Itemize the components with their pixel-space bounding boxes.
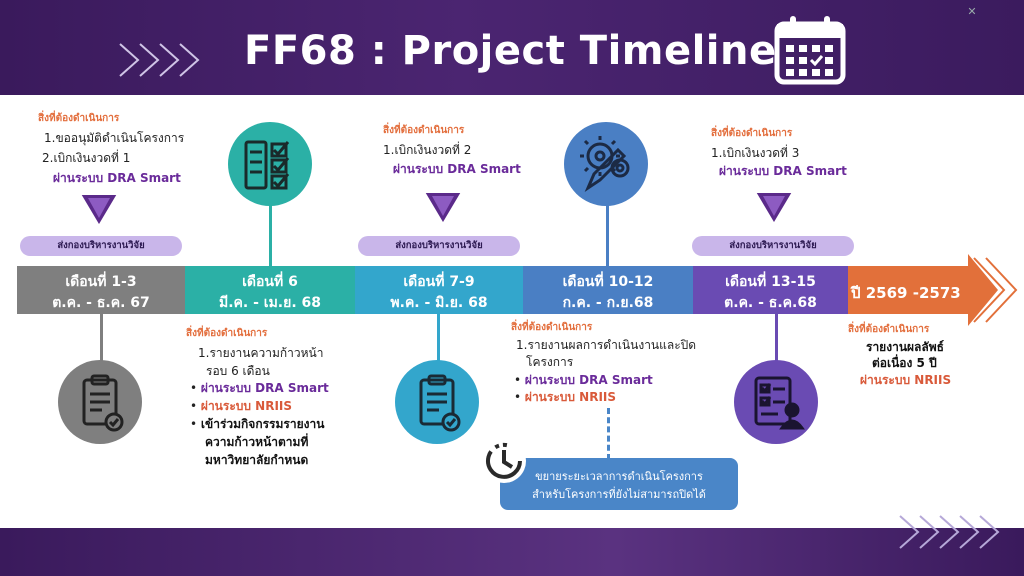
clipboard-check-icon (395, 360, 479, 444)
segment-date: มี.ค. - เม.ย. 68 (219, 295, 321, 311)
todo-label: สิ่งที่ต้องดำเนินการ (711, 128, 793, 139)
result-text: ต่อเนื่อง 5 ปี (872, 356, 937, 370)
calendar-icon (774, 16, 846, 85)
timeline-segment-1: เดือนที่ 1-3 ต.ค. - ธ.ค. 67 (17, 266, 185, 314)
task-item: 1.เบิกเงินงวดที่ 2 (383, 143, 472, 157)
bullet-text: เข้าร่วมกิจกรรมรายงาน (200, 417, 325, 431)
report-person-icon (734, 360, 818, 444)
via-dra-text: ผ่านระบบ DRA Smart (524, 373, 653, 387)
chevrons-decoration-right (899, 515, 1000, 549)
bullet-item: • ผ่านระบบ NRIIS (190, 399, 293, 413)
connector-line (100, 314, 103, 364)
bullet-text-cont: มหาวิทยาลัยกำหนด (205, 453, 309, 467)
segment-date: พ.ค. - มิ.ย. 68 (390, 295, 488, 311)
submit-pill: ส่งกองบริหารงานวิจัย (358, 236, 520, 256)
timeline-arrow-segment (848, 254, 1018, 326)
connector-line (269, 205, 272, 266)
todo-label: สิ่งที่ต้องดำเนินการ (848, 324, 930, 335)
extension-note: ขยายระยะเวลาการดำเนินโครงการ สำหรับโครงก… (500, 458, 738, 510)
down-triangle-icon (422, 191, 464, 226)
note-line: สำหรับโครงการที่ยังไม่สามารถปิดได้ (532, 488, 706, 501)
down-triangle-icon (753, 191, 795, 226)
gear-pencil-icon (564, 122, 648, 206)
timeline-segment-4: เดือนที่ 10-12 ก.ค. - ก.ย.68 (523, 266, 693, 314)
submit-pill: ส่งกองบริหารงานวิจัย (692, 236, 854, 256)
bullet-text-cont: ความก้าวหน้าตามที่ (205, 435, 309, 449)
submit-pill: ส่งกองบริหารงานวิจัย (20, 236, 182, 256)
segment-date: ต.ค. - ธ.ค.68 (724, 295, 817, 311)
segment-month: เดือนที่ 1-3 (65, 274, 137, 290)
footer-band (0, 528, 1024, 576)
todo-label: สิ่งที่ต้องดำเนินการ (511, 322, 593, 333)
task-item: 2.เบิกเงินงวดที่ 1 (42, 151, 131, 165)
segment-month: เดือนที่ 10-12 (562, 274, 654, 290)
dashed-connector (607, 408, 610, 460)
timeline-segment-5: เดือนที่ 13-15 ต.ค. - ธ.ค.68 (693, 266, 848, 314)
close-icon[interactable]: ✕ (967, 5, 977, 18)
clock-history-icon (482, 439, 526, 483)
down-triangle-icon (78, 193, 120, 228)
bullet-item: • ผ่านระบบ DRA Smart (514, 373, 653, 387)
timeline-segment-2: เดือนที่ 6 มี.ค. - เม.ย. 68 (185, 266, 355, 314)
result-text: รายงานผลลัพธ์ (866, 340, 944, 354)
task-item: 1.รายงานความก้าวหน้า (198, 346, 324, 360)
via-nriis-text: ผ่านระบบ NRIIS (524, 390, 617, 404)
todo-label: สิ่งที่ต้องดำเนินการ (38, 113, 120, 124)
via-nriis-text: ผ่านระบบ NRIIS (860, 373, 952, 387)
via-nriis-text: ผ่านระบบ NRIIS (200, 399, 293, 413)
task-item: 1.รายงานผลการดำเนินงานและปิด (516, 338, 697, 352)
bullet-item: • เข้าร่วมกิจกรรมรายงาน (190, 417, 325, 431)
clipboard-check-icon (58, 360, 142, 444)
timeline-segment-3: เดือนที่ 7-9 พ.ค. - มิ.ย. 68 (355, 266, 523, 314)
segment-month: เดือนที่ 13-15 (725, 274, 816, 290)
chevrons-decoration-left (119, 43, 200, 77)
bullet-item: • ผ่านระบบ DRA Smart (190, 381, 329, 395)
connector-line (606, 205, 609, 266)
checklist-icon (228, 122, 312, 206)
page-title: FF68 : Project Timeline (244, 28, 777, 74)
via-dra-text: ผ่านระบบ DRA Smart (393, 162, 521, 176)
segment-date: ต.ค. - ธ.ค. 67 (52, 295, 150, 311)
connector-line (775, 314, 778, 364)
todo-label: สิ่งที่ต้องดำเนินการ (383, 125, 465, 136)
task-item: 1.ขออนุมัติดำเนินโครงการ (44, 131, 185, 145)
task-item-cont: โครงการ (526, 355, 574, 369)
bullet-item: • ผ่านระบบ NRIIS (514, 390, 617, 404)
header-banner (0, 0, 1024, 95)
segment-date: ก.ค. - ก.ย.68 (562, 295, 654, 311)
segment-month: เดือนที่ 6 (242, 274, 298, 290)
via-dra-text: ผ่านระบบ DRA Smart (200, 381, 329, 395)
task-item-cont: รอบ 6 เดือน (206, 364, 270, 378)
segment-month: เดือนที่ 7-9 (403, 274, 475, 290)
task-item: 1.เบิกเงินงวดที่ 3 (711, 146, 800, 160)
via-dra-text: ผ่านระบบ DRA Smart (53, 171, 181, 185)
connector-line (437, 314, 440, 364)
via-dra-text: ผ่านระบบ DRA Smart (719, 164, 847, 178)
note-line: ขยายระยะเวลาการดำเนินโครงการ (535, 470, 703, 483)
segment-year-label: ปี 2569 -2573 (851, 284, 961, 302)
todo-label: สิ่งที่ต้องดำเนินการ (186, 328, 268, 339)
